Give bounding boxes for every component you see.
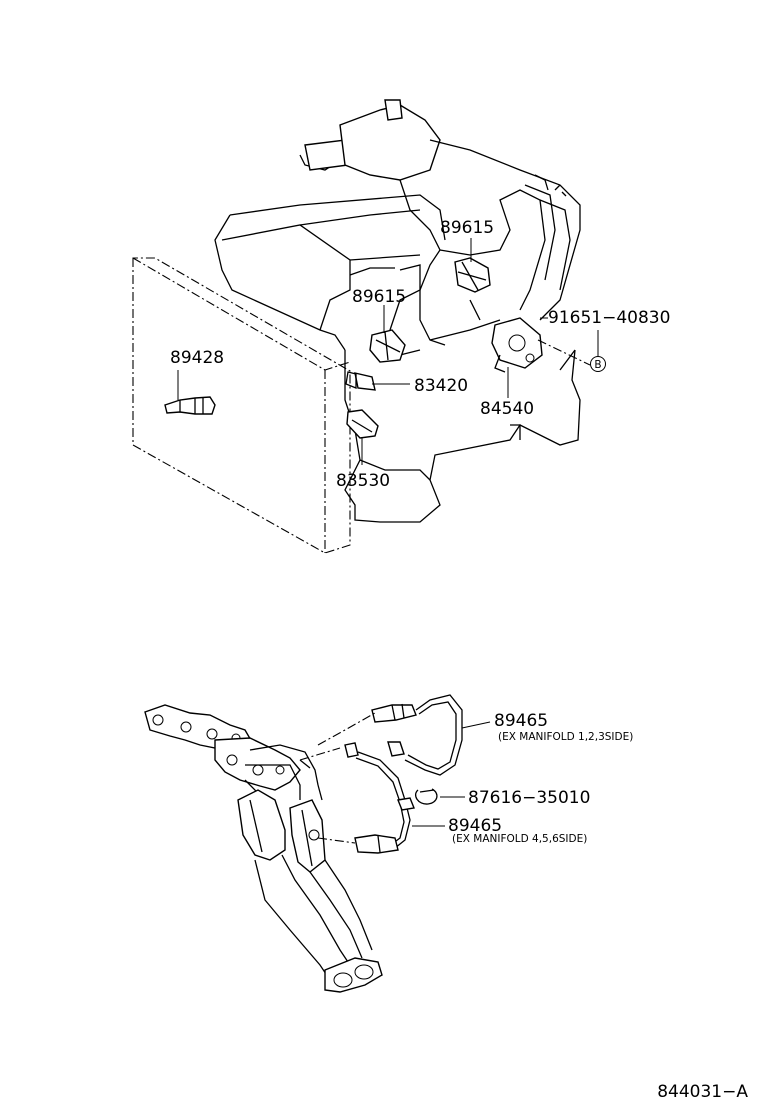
exhaust-outlets <box>324 957 383 993</box>
label-89465-b-note: (EX MANIFOLD 4,5,6SIDE) <box>452 833 587 845</box>
label-89428: 89428 <box>170 348 224 368</box>
o2-sensor-a <box>371 694 463 776</box>
sensor-89615-lower <box>369 329 406 363</box>
marker-b: B <box>590 356 606 372</box>
sensor-89615-upper <box>454 257 491 293</box>
label-84540: 84540 <box>480 399 534 419</box>
label-89615-upper: 89615 <box>440 218 494 238</box>
catalytic-converter-right <box>289 799 373 959</box>
sensor-83420 <box>345 371 376 391</box>
sensor-89428 <box>164 396 216 415</box>
exhaust-runners <box>244 744 323 801</box>
sensor-84540 <box>491 317 543 373</box>
radiator-outline <box>132 257 351 554</box>
exhaust-manifold-flange-2 <box>214 737 301 791</box>
gasket-87616 <box>414 788 438 805</box>
exhaust-illustration <box>144 694 491 993</box>
exhaust-dash-lines <box>299 712 376 844</box>
engine-block <box>214 194 581 523</box>
label-89615-lower: 89615 <box>352 287 406 307</box>
label-89465-b: 89465 <box>448 816 502 836</box>
label-83420: 83420 <box>414 376 468 396</box>
o2-sensor-b <box>344 742 415 854</box>
label-89465-a-note: (EX MANIFOLD 1,2,3SIDE) <box>498 731 633 743</box>
label-83530: 83530 <box>336 471 390 491</box>
exhaust-leader-lines <box>412 721 491 827</box>
catalytic-converter-left <box>237 789 351 981</box>
diagram-ref-code: 844031−A <box>657 1082 748 1102</box>
svg-text:B: B <box>594 359 601 371</box>
label-87616-35010: 87616−35010 <box>468 788 590 808</box>
engine-illustration: B <box>132 99 606 554</box>
intake-manifold <box>299 99 581 356</box>
sensor-83530 <box>346 409 379 439</box>
label-89465-a: 89465 <box>494 711 548 731</box>
leader-lines <box>177 238 599 465</box>
label-91651-40830: 91651−40830 <box>548 308 670 328</box>
